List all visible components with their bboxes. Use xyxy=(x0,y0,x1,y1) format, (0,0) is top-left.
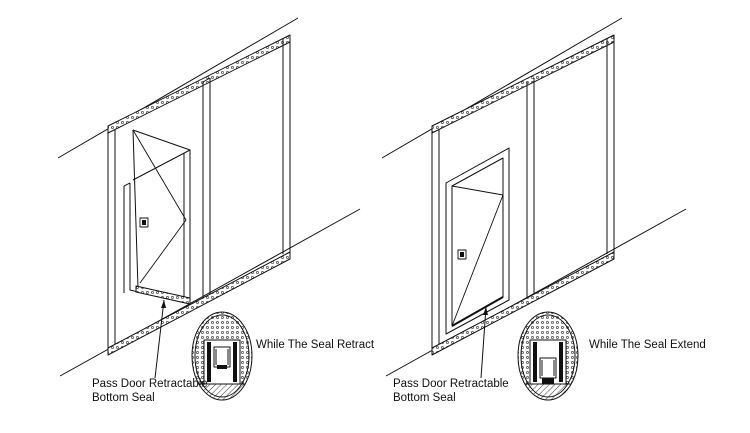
right-seal-label-line2: Bottom Seal xyxy=(393,392,456,404)
left-seal-label-line2: Bottom Seal xyxy=(92,392,155,404)
right-seal-detail xyxy=(517,311,579,401)
right-state-caption: While The Seal Extend xyxy=(589,339,706,351)
left-panel xyxy=(57,17,361,401)
left-door xyxy=(123,129,191,305)
left-seal-label-line1: Pass Door Retractable xyxy=(92,378,208,390)
right-seal-label-line1: Pass Door Retractable xyxy=(393,378,509,390)
right-panel xyxy=(381,17,687,401)
right-wall-panel xyxy=(431,34,615,356)
right-bottom-seal xyxy=(451,296,504,327)
left-wall-panel xyxy=(107,34,291,356)
right-door-handle-icon xyxy=(457,249,467,260)
right-leader-line xyxy=(480,306,487,379)
left-door-handle-icon xyxy=(139,217,149,228)
left-bottom-seal xyxy=(135,285,191,305)
right-door xyxy=(445,147,510,335)
right-ceiling-line xyxy=(381,17,623,159)
left-state-caption: While The Seal Retract xyxy=(256,339,375,351)
left-ceiling-line xyxy=(57,17,299,159)
left-seal-detail xyxy=(191,311,253,401)
left-leader-line xyxy=(154,299,165,379)
